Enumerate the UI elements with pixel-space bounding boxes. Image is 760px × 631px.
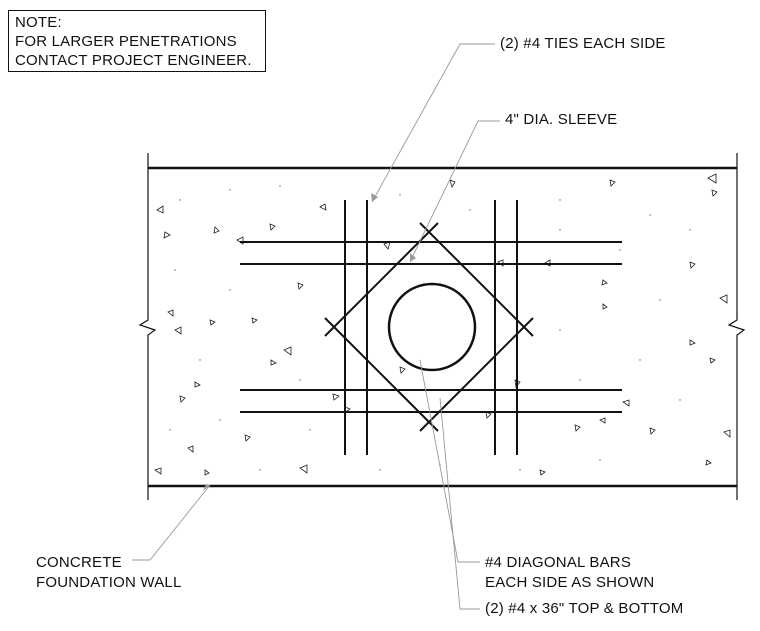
sleeve-callout: 4" DIA. SLEEVE bbox=[505, 111, 618, 128]
foundation-wall-outline bbox=[138, 153, 746, 500]
leader-lines bbox=[132, 43, 500, 610]
leader-arrowheads bbox=[203, 193, 416, 491]
note-line-1: FOR LARGER PENETRATIONS bbox=[15, 33, 237, 50]
ties-callout: (2) #4 TIES EACH SIDE bbox=[500, 35, 666, 52]
diagonal-bars bbox=[324, 222, 534, 432]
concrete-sand-dots bbox=[169, 185, 691, 471]
concrete-callout-line-2: FOUNDATION WALL bbox=[36, 574, 182, 591]
vertical-ties bbox=[344, 200, 518, 455]
top-bottom-callout: (2) #4 x 36" TOP & BOTTOM bbox=[485, 600, 684, 617]
concrete-callout-line-1: CONCRETE bbox=[36, 554, 122, 571]
note-line-2: CONTACT PROJECT ENGINEER. bbox=[15, 52, 252, 69]
concrete-aggregate bbox=[154, 173, 731, 476]
horizontal-bars bbox=[240, 241, 622, 413]
sleeve-circle bbox=[387, 282, 477, 372]
note-title: NOTE: bbox=[15, 14, 62, 31]
diagonal-callout-line-1: #4 DIAGONAL BARS bbox=[485, 554, 632, 571]
note-box: NOTE: FOR LARGER PENETRATIONS CONTACT PR… bbox=[8, 10, 266, 72]
diagonal-callout-line-2: EACH SIDE AS SHOWN bbox=[485, 574, 655, 591]
